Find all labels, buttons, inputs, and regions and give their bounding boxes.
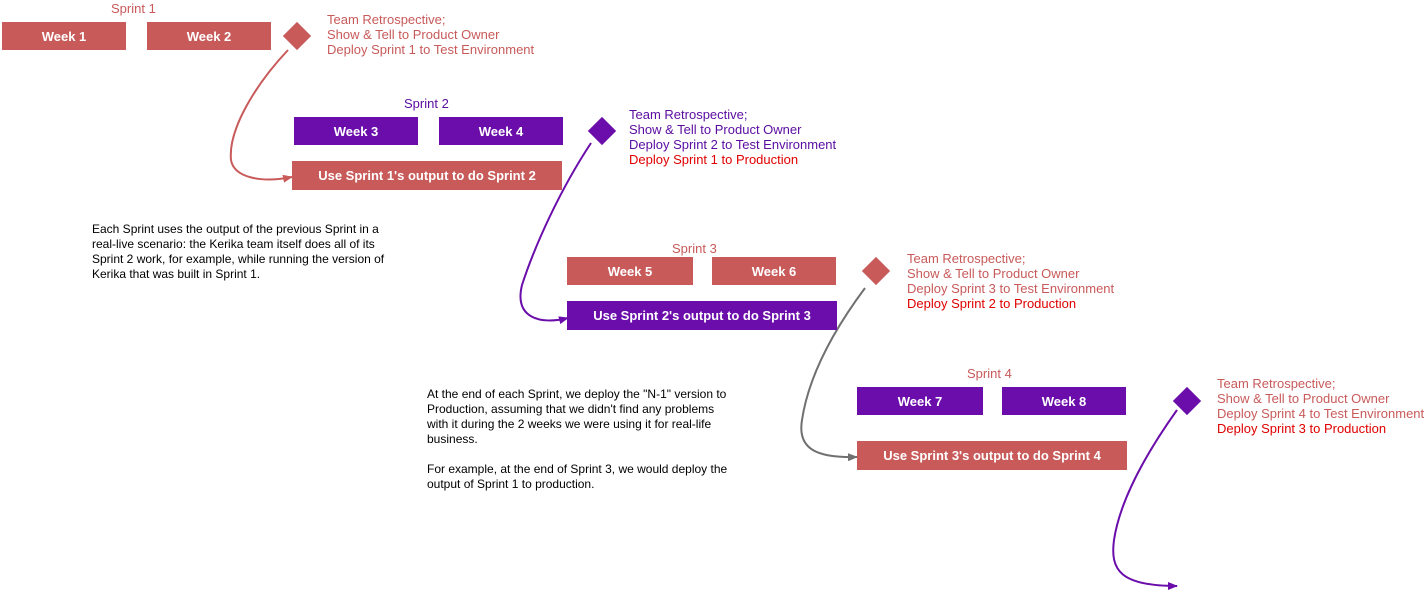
use-sprint-3-output-box: Use Sprint 3's output to do Sprint 4 — [857, 441, 1127, 470]
week-7-box: Week 7 — [857, 387, 983, 415]
week-1-box: Week 1 — [2, 22, 126, 50]
milestone-note: Team Retrospective; — [907, 251, 1026, 266]
week-2-box: Week 2 — [147, 22, 271, 50]
arrow-sprint4-to-next — [1112, 409, 1178, 590]
week-3-box: Week 3 — [294, 117, 418, 145]
deploy-n1-explanation: At the end of each Sprint, we deploy the… — [427, 387, 732, 492]
week-4-box: Week 4 — [439, 117, 563, 145]
sprint-1-label: Sprint 1 — [111, 1, 156, 16]
sprint-3-milestone-notes: Team Retrospective; Show & Tell to Produ… — [907, 251, 1114, 311]
sprint-3-label: Sprint 3 — [672, 241, 717, 256]
milestone-note: Team Retrospective; — [629, 107, 748, 122]
sprint-2-milestone-notes: Team Retrospective; Show & Tell to Produ… — [629, 107, 836, 167]
milestone-note: Team Retrospective; — [327, 12, 446, 27]
milestone-note: Show & Tell to Product Owner — [907, 266, 1080, 281]
milestone-note: Show & Tell to Product Owner — [629, 122, 802, 137]
milestone-note: Team Retrospective; — [1217, 376, 1336, 391]
sprint-1-milestone-diamond — [282, 21, 312, 51]
explanation-paragraph: For example, at the end of Sprint 3, we … — [427, 462, 728, 491]
milestone-note-production: Deploy Sprint 1 to Production — [629, 152, 799, 167]
milestone-note-production: Deploy Sprint 3 to Production — [1217, 421, 1387, 436]
milestone-note: Show & Tell to Product Owner — [1217, 391, 1390, 406]
week-5-box: Week 5 — [567, 257, 693, 285]
milestone-note: Deploy Sprint 1 to Test Environment — [327, 42, 535, 57]
use-sprint-2-output-box: Use Sprint 2's output to do Sprint 3 — [567, 301, 837, 330]
week-8-box: Week 8 — [1002, 387, 1126, 415]
use-sprint-1-output-box: Use Sprint 1's output to do Sprint 2 — [292, 161, 562, 190]
sprint-2-milestone-diamond — [587, 116, 617, 146]
milestone-note-production: Deploy Sprint 2 to Production — [907, 296, 1077, 311]
sprint-4-milestone-notes: Team Retrospective; Show & Tell to Produ… — [1217, 376, 1424, 436]
milestone-note: Show & Tell to Product Owner — [327, 27, 500, 42]
sprint-2-label: Sprint 2 — [404, 96, 449, 111]
milestone-note: Deploy Sprint 2 to Test Environment — [629, 137, 837, 152]
sprint-4-milestone-diamond — [1172, 386, 1202, 416]
explanation-paragraph: At the end of each Sprint, we deploy the… — [427, 387, 727, 446]
sprint-3-milestone-diamond — [861, 256, 891, 286]
sprint-1-milestone-notes: Team Retrospective; Show & Tell to Produ… — [327, 12, 534, 57]
sprint-output-explanation: Each Sprint uses the output of the previ… — [92, 222, 392, 282]
week-6-box: Week 6 — [712, 257, 836, 285]
arrow-sprint1-to-sprint2 — [229, 49, 293, 183]
sprint-4-label: Sprint 4 — [967, 366, 1012, 381]
milestone-note: Deploy Sprint 4 to Test Environment — [1217, 406, 1425, 421]
milestone-note: Deploy Sprint 3 to Test Environment — [907, 281, 1115, 296]
explanation-paragraph: Each Sprint uses the output of the previ… — [92, 222, 385, 281]
